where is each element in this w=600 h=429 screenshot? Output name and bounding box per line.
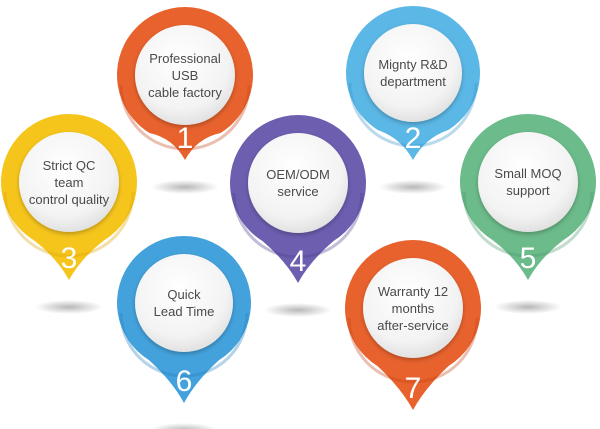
pin-number: 4: [290, 245, 307, 278]
pin-edge: [348, 82, 478, 148]
pin-number: 6: [176, 365, 193, 398]
pin-edge: [232, 192, 364, 259]
pin-shadow: [494, 300, 562, 314]
pin-edge: [119, 84, 251, 151]
pin-number: 5: [520, 242, 537, 275]
pin-6: 6: [117, 235, 252, 429]
pin-edge: [462, 191, 594, 258]
pin-inner-disc: [135, 25, 235, 125]
pin-number: 2: [405, 122, 422, 155]
pin-edge: [119, 312, 249, 378]
pin-edge: [3, 191, 135, 258]
pin-inner-disc: [248, 133, 348, 233]
pin-1: 1: [117, 6, 253, 194]
pin-shadow: [151, 180, 219, 194]
pin-shadow: [150, 423, 218, 429]
pin-7: 7: [345, 240, 481, 410]
pin-edge: [347, 317, 479, 384]
pin-inner-disc: [19, 132, 119, 232]
pin-inner-disc: [363, 258, 463, 358]
pin-shadow: [264, 303, 332, 317]
pin-inner-disc: [135, 254, 233, 352]
pin-shadow: [35, 300, 103, 314]
pin-number: 3: [61, 242, 78, 275]
pin-number: 7: [405, 372, 422, 405]
pin-inner-disc: [478, 132, 578, 232]
pin-3: 3: [0, 113, 137, 314]
pin-inner-disc: [364, 24, 462, 122]
pin-shadow: [379, 180, 447, 194]
pin-5: 5: [460, 113, 596, 314]
pin-2: 2: [346, 5, 480, 194]
pin-4: 4: [230, 114, 366, 317]
pin-number: 1: [177, 122, 194, 155]
